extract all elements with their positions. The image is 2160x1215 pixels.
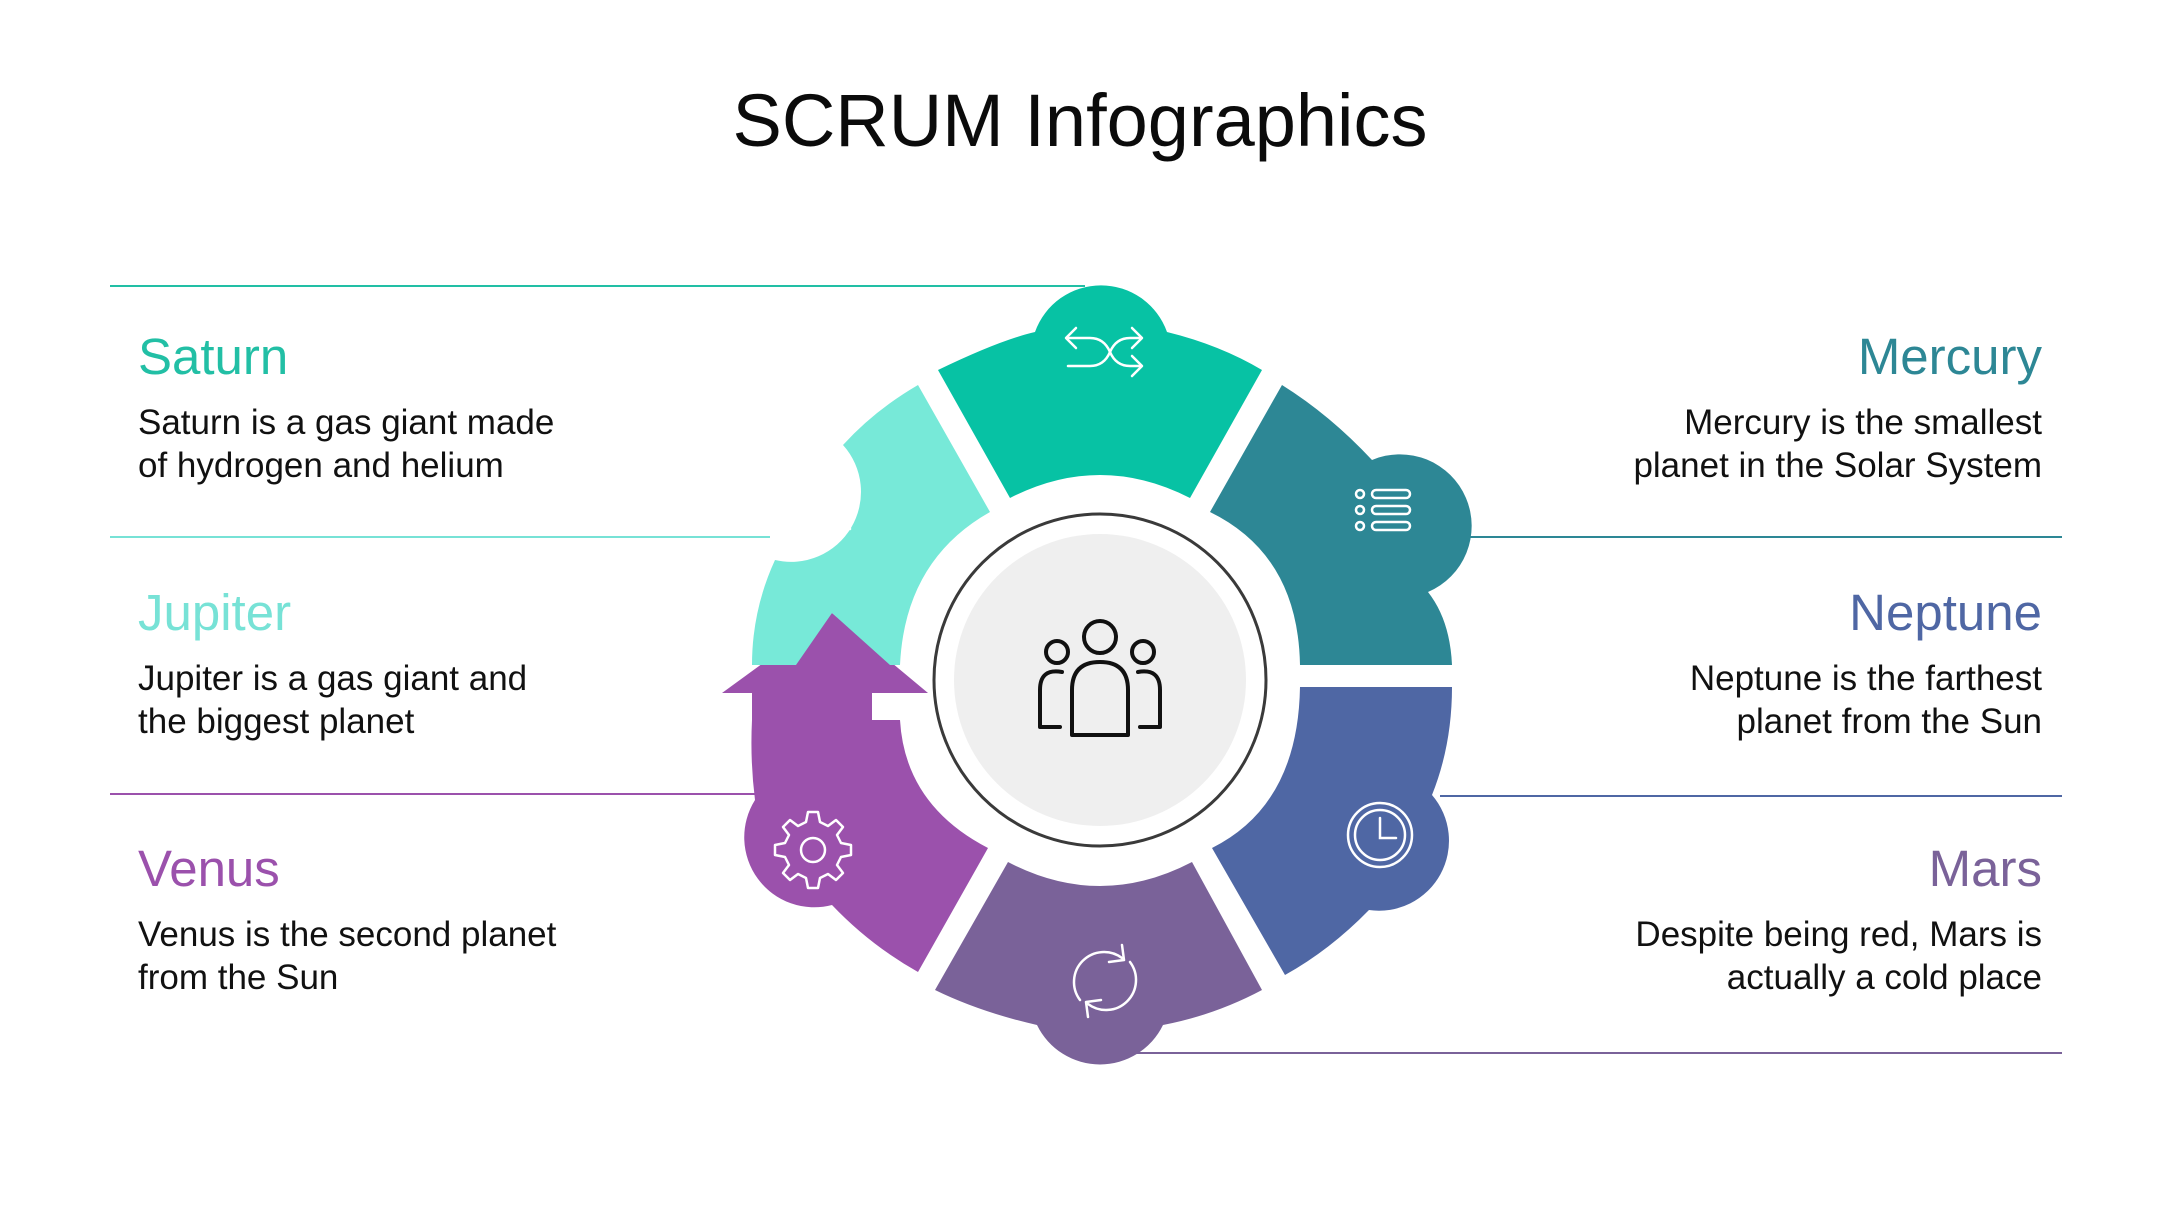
wheel-segment-bottom-left xyxy=(722,613,988,972)
wheel-segment-top-left xyxy=(752,385,990,665)
item-title-jupiter: Jupiter xyxy=(138,584,292,641)
item-title-mars: Mars xyxy=(1928,840,2042,897)
wheel-segment-top xyxy=(938,285,1262,498)
refresh-cycle-icon xyxy=(1072,943,1138,1019)
divider-line-mercury-bottom xyxy=(1440,536,2062,538)
item-title-neptune: Neptune xyxy=(1849,584,2042,641)
gear-icon xyxy=(773,810,853,890)
divider-line-mars-bottom xyxy=(1100,1052,2062,1054)
star-icon xyxy=(803,476,861,531)
shuffle-arrows-icon xyxy=(1064,326,1144,378)
divider-line-saturn-top xyxy=(110,285,1085,287)
list-icon xyxy=(1354,488,1412,532)
team-people-icon xyxy=(1038,619,1162,737)
clock-icon xyxy=(1346,801,1414,869)
item-title-saturn: Saturn xyxy=(138,328,289,385)
divider-line-saturn-bottom xyxy=(110,536,770,538)
divider-line-jupiter-bottom xyxy=(110,793,770,795)
wheel-segment-bottom-right xyxy=(1212,687,1452,975)
divider-line-neptune-bottom xyxy=(1440,795,2062,797)
center-disc xyxy=(954,534,1246,826)
item-title-venus: Venus xyxy=(138,840,280,897)
wheel-segment-top-right xyxy=(1210,385,1472,665)
item-title-mercury: Mercury xyxy=(1857,328,2042,385)
wheel-segment-bottom xyxy=(935,862,1262,1065)
page-title: SCRUM Infographics xyxy=(732,79,1428,162)
